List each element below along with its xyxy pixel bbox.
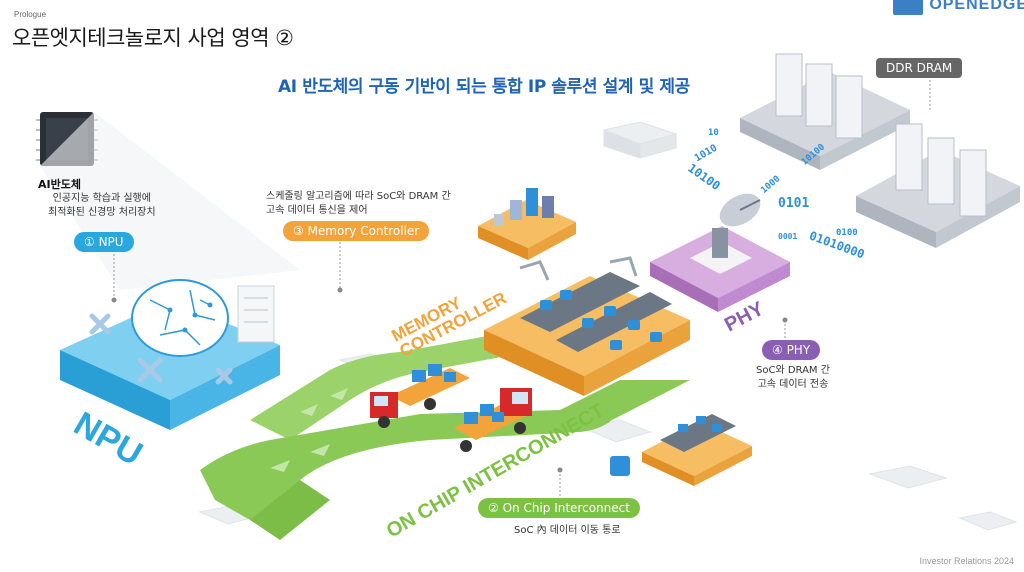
- connector-lines: [113, 80, 931, 498]
- truck-1: [370, 364, 470, 428]
- satellite-dish-icon: [712, 193, 761, 258]
- interconnect-description: SoC 內 데이터 이동 통로: [514, 525, 621, 536]
- memory-controller-badge: ③ Memory Controller: [283, 221, 430, 241]
- interconnect-roads: [200, 330, 690, 540]
- ddr-dram-badge: DDR DRAM: [876, 58, 963, 78]
- logo-text: OPENEDGE: [929, 0, 1024, 13]
- memory-controller-description: 스케줄링 알고리즘에 따라 SoC와 DRAM 간 고속 데이터 통신을 제어: [266, 190, 451, 218]
- background-blocks: [198, 121, 1018, 531]
- page-title: 오픈엣지테크놀로지 사업 영역 ②: [12, 26, 294, 50]
- decor-x-icons: [89, 313, 233, 385]
- interconnect-badge: ② On Chip Interconnect: [478, 498, 640, 518]
- phy-badge: ④ PHY: [762, 340, 821, 360]
- ddr-platform-top: [740, 53, 910, 170]
- brain-icon: [131, 279, 229, 357]
- ai-chip-title: AI반도체: [38, 178, 81, 191]
- phy-desc-line1: SoC와 DRAM 간: [756, 365, 830, 376]
- binary-bits-9: 0001: [778, 232, 798, 241]
- npu-badge: ① NPU: [74, 232, 134, 252]
- storage-platform: [478, 188, 576, 260]
- footer-label: Investor Relations 2024: [919, 556, 1014, 566]
- headline: AI 반도체의 구동 기반이 되는 통합 IP 솔루션 설계 및 제공: [278, 77, 690, 97]
- ddr-platform-bottom: [856, 123, 1020, 248]
- mc-desc-line1: 스케줄링 알고리즘에 따라 SoC와 DRAM 간: [266, 191, 451, 202]
- truck-2: [454, 388, 532, 452]
- mc-desc-line2: 고속 데이터 통신을 제어: [266, 205, 368, 216]
- phy-description: SoC와 DRAM 간 고속 데이터 전송: [756, 364, 830, 392]
- phy-platform: [650, 226, 790, 312]
- ai-chip-desc-line1: 인공지능 학습과 실행에: [52, 193, 151, 204]
- binary-bits-7: 10: [708, 128, 719, 138]
- ai-chip-description: 인공지능 학습과 실행에 최적화된 신경망 처리장치: [48, 192, 156, 220]
- memory-controller-platform: [484, 256, 690, 396]
- company-logo: OPENEDGE: [893, 0, 1024, 16]
- conveyor-platform: [610, 414, 752, 486]
- binary-bits-2: 0101: [778, 196, 810, 211]
- section-label: Prologue: [14, 10, 47, 19]
- binary-bits-6: 0100: [836, 228, 858, 238]
- logo-mark-icon: [893, 0, 924, 15]
- phy-desc-line2: 고속 데이터 전송: [757, 379, 829, 390]
- ai-chip-desc-line2: 최적화된 신경망 처리장치: [48, 207, 156, 218]
